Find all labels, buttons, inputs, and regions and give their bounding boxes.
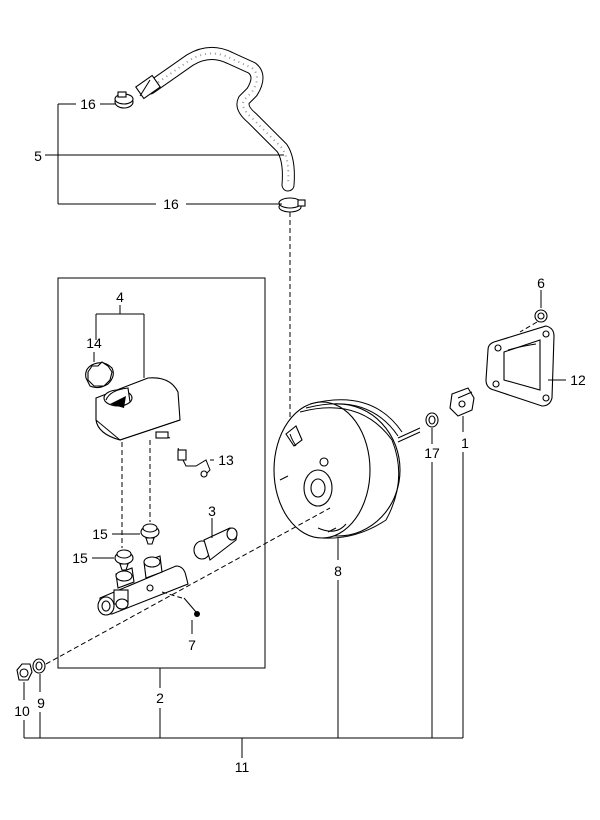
callout-15-upper: 15 — [92, 526, 108, 542]
hose-clip-upper — [114, 91, 134, 109]
callout-13: 13 — [218, 452, 234, 468]
gasket — [485, 325, 555, 407]
master-cylinder — [97, 555, 189, 616]
master-cylinder-group-box — [57, 277, 266, 669]
callout-11: 11 — [235, 759, 250, 775]
callout-12: 12 — [570, 372, 586, 388]
bleeder-screw — [183, 597, 200, 617]
grommet-upper — [140, 523, 160, 545]
callout-7: 7 — [188, 637, 196, 653]
nut-9 — [32, 658, 46, 674]
callout-15-lower: 15 — [72, 550, 88, 566]
push-rod-seal — [193, 527, 238, 561]
brake-booster — [273, 399, 421, 539]
callout-17: 17 — [424, 445, 440, 461]
callout-16-lower: 16 — [163, 196, 179, 212]
nut-6 — [534, 309, 548, 323]
callout-4: 4 — [116, 289, 124, 305]
nut-10 — [16, 663, 33, 681]
callout-5: 5 — [34, 148, 42, 164]
callout-6: 6 — [537, 275, 545, 291]
nut-17 — [425, 412, 439, 428]
callout-2: 2 — [156, 690, 164, 706]
grommet-lower — [114, 549, 134, 571]
callout-3: 3 — [208, 503, 216, 519]
reservoir — [95, 377, 181, 441]
callout-10: 10 — [14, 703, 30, 719]
callout-9: 9 — [37, 695, 45, 711]
level-sensor — [177, 447, 211, 478]
callout-1: 1 — [461, 435, 469, 451]
reservoir-cap — [85, 361, 114, 389]
callout-14: 14 — [86, 335, 102, 351]
callout-16-upper: 16 — [80, 96, 96, 112]
clevis — [449, 387, 475, 417]
hose-clip-lower — [278, 197, 306, 213]
callout-8: 8 — [334, 563, 342, 579]
vacuum-hose — [135, 47, 295, 192]
